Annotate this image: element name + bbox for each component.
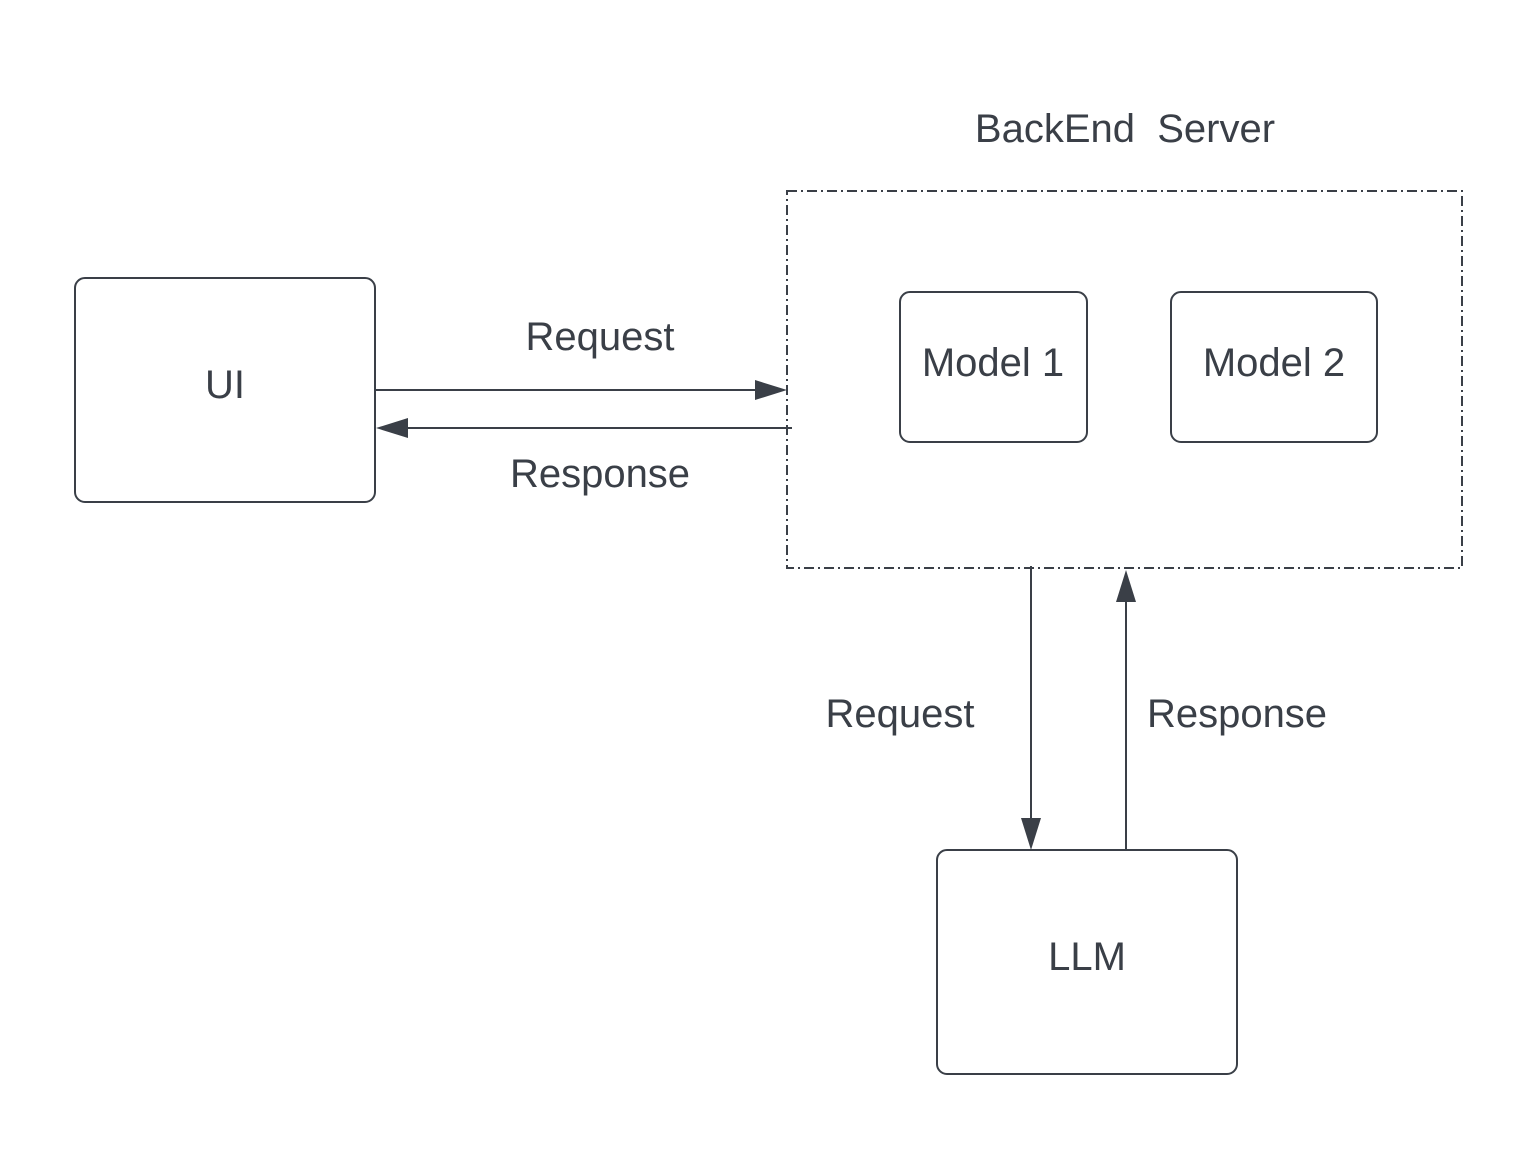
model-2-box (1170, 291, 1378, 443)
llm-to-backend-response-arrowhead (1116, 570, 1136, 602)
backend-to-llm-request-edge: Request (826, 566, 1041, 850)
backend-to-llm-request-label: Request (826, 692, 975, 736)
backend-server-boundary (786, 190, 1463, 569)
backend-to-ui-response-label: Response (510, 452, 690, 496)
ui-to-backend-request-arrowhead (755, 380, 787, 400)
ui-node: UI (74, 277, 376, 503)
llm-box (936, 849, 1238, 1075)
model-1-node: Model 1 (899, 291, 1088, 443)
model-2-label: Model 2 (1203, 341, 1345, 385)
llm-node: LLM (936, 849, 1238, 1075)
model-1-label: Model 1 (922, 341, 1064, 385)
backend-to-ui-response-edge: Response (376, 418, 792, 496)
model-1-box (899, 291, 1088, 443)
ui-to-backend-request-edge: Request (375, 315, 787, 400)
model-2-node: Model 2 (1170, 291, 1378, 443)
llm-to-backend-response-edge: Response (1116, 570, 1327, 850)
backend-to-ui-response-arrowhead (376, 418, 408, 438)
llm-to-backend-response-label: Response (1147, 692, 1327, 736)
backend-to-llm-request-arrowhead (1021, 818, 1041, 850)
backend-server-title: BackEnd Server (975, 107, 1275, 151)
backend-server-group: BackEnd Server (786, 107, 1463, 569)
ui-label: UI (205, 363, 245, 407)
llm-label: LLM (1048, 935, 1126, 979)
ui-to-backend-request-label: Request (526, 315, 675, 359)
